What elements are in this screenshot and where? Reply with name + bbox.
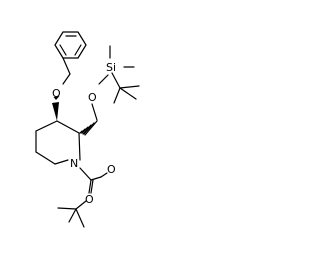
tbs-group	[109, 45, 140, 104]
piperidine-ring	[35, 120, 81, 165]
silyl-ether-chain	[91, 74, 109, 121]
structure-canvas: O O Si N O O	[35, 31, 140, 228]
atom-n-ring: N	[70, 157, 78, 170]
atom-o-ether: O	[52, 87, 61, 100]
stereo-hash-bond	[79, 120, 98, 136]
boc-group	[57, 167, 108, 228]
molecule-drawing: O O Si N O O	[35, 31, 140, 228]
atom-o-silyl: O	[88, 91, 97, 104]
benzene-ring	[54, 31, 87, 59]
stereo-wedge-bond-main	[52, 102, 59, 121]
atom-si: Si	[106, 61, 116, 74]
atom-o-carbonyl: O	[107, 163, 116, 176]
atom-o-ester: O	[85, 193, 94, 206]
benzyl-linker	[62, 57, 71, 85]
stereo-wedge-bond	[53, 96, 60, 100]
